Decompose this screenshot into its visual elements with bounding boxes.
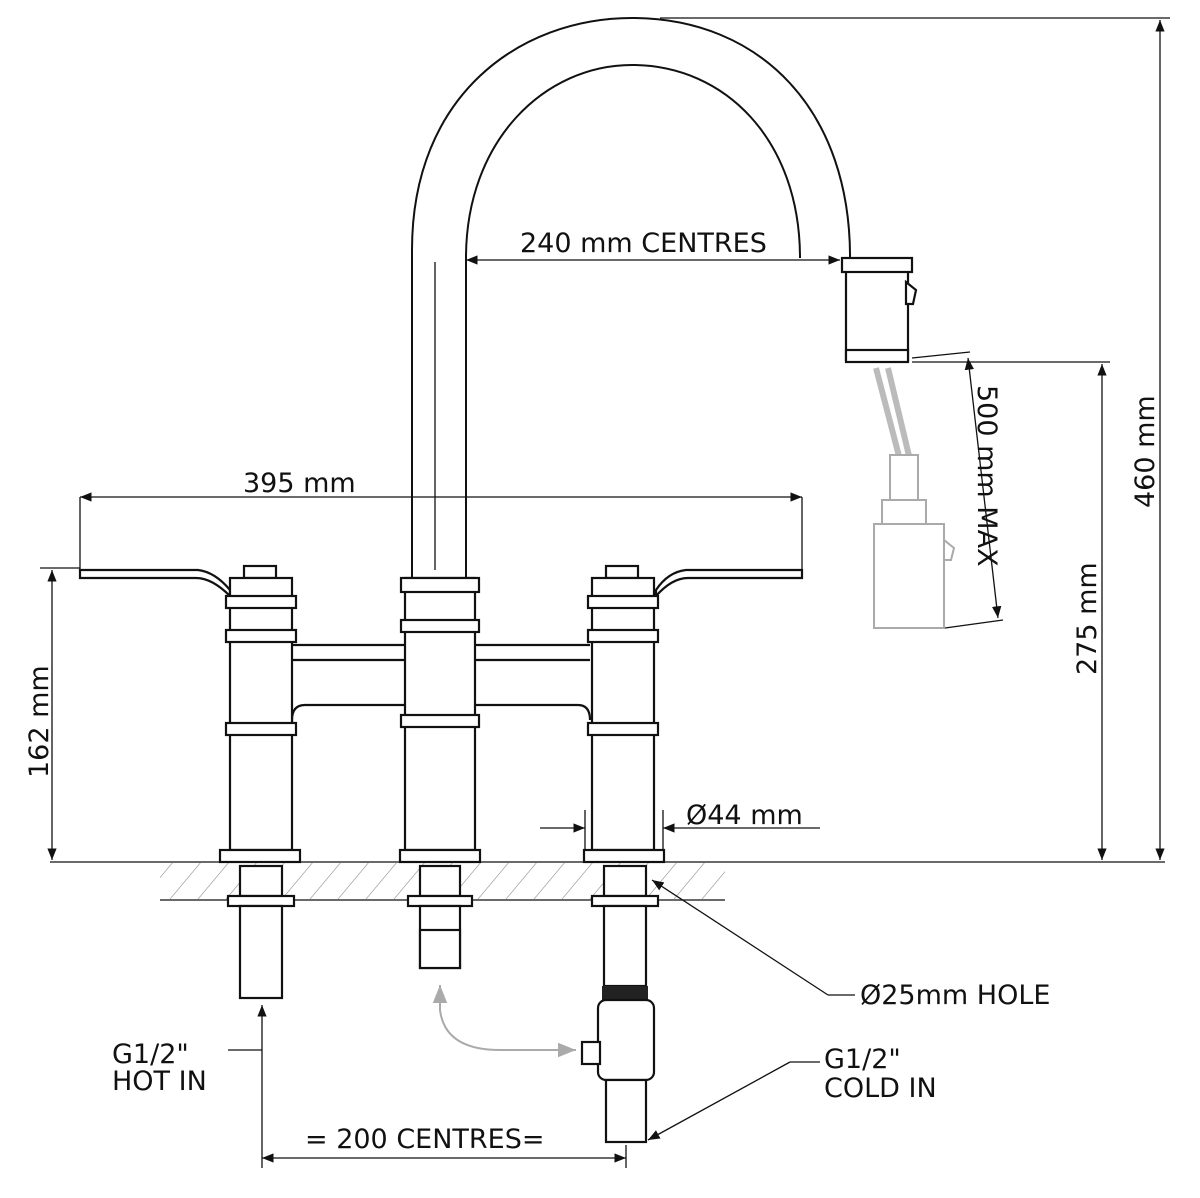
tails	[226, 864, 660, 1144]
body-height-label: 162 mm	[24, 665, 55, 778]
hose-length-label: 500 mm MAX	[971, 385, 1002, 567]
tap-bodies	[218, 576, 666, 864]
dimension-lines	[40, 17, 1170, 1168]
hole-size-label: Ø25mm HOLE	[860, 980, 1050, 1011]
inlet-centres-label: = 200 CENTRES=	[305, 1124, 545, 1155]
hot-inlet-label: HOT IN	[112, 1066, 207, 1097]
cold-inlet-size: G1/2"	[824, 1044, 901, 1075]
overall-height-label: 460 mm	[1130, 395, 1161, 508]
spout-height-label: 275 mm	[1072, 562, 1103, 675]
spout	[411, 16, 852, 580]
spray-head	[840, 256, 918, 364]
body-diameter-label: Ø44 mm	[686, 800, 803, 831]
lever-span-label: 395 mm	[243, 468, 356, 499]
extended-spray-head-ghost	[873, 367, 956, 629]
hot-inlet-size: G1/2"	[112, 1039, 189, 1070]
spout-centres-label: 240 mm CENTRES	[520, 228, 767, 259]
cold-inlet-label: COLD IN	[824, 1073, 937, 1104]
